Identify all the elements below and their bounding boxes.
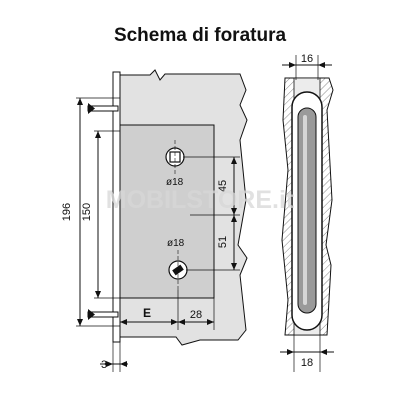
upper-diameter-label: ø18 <box>166 177 184 188</box>
plate-marker: E <box>143 306 151 320</box>
dimension-45-51: 45 51 <box>183 156 240 271</box>
dimension-196-label: 196 <box>61 203 73 221</box>
dimension-16-label: 16 <box>301 53 313 65</box>
dimension-28: 28 <box>120 290 215 330</box>
dimension-45-label: 45 <box>217 180 229 192</box>
top-screw-icon <box>87 103 119 114</box>
dimension-18-label: 18 <box>301 357 313 369</box>
dimension-3: 3 <box>100 342 128 372</box>
watermark: MOBILSTORE.it <box>106 186 295 214</box>
dimension-3-label: 3 <box>101 359 107 371</box>
dimension-150: 150 <box>81 130 120 299</box>
diagram-title: Schema di foratura <box>113 25 287 46</box>
door-edge <box>112 71 121 343</box>
bottom-screw-icon <box>87 309 119 320</box>
dimension-150-label: 150 <box>81 203 93 221</box>
dimension-16: 16 <box>282 53 332 80</box>
dimension-196: 196 <box>61 97 120 327</box>
dimension-28-label: 28 <box>190 309 202 321</box>
lower-diameter-label: ø18 <box>167 238 185 249</box>
dimension-51-label: 51 <box>217 236 229 248</box>
dimension-18: 18 <box>280 335 334 372</box>
